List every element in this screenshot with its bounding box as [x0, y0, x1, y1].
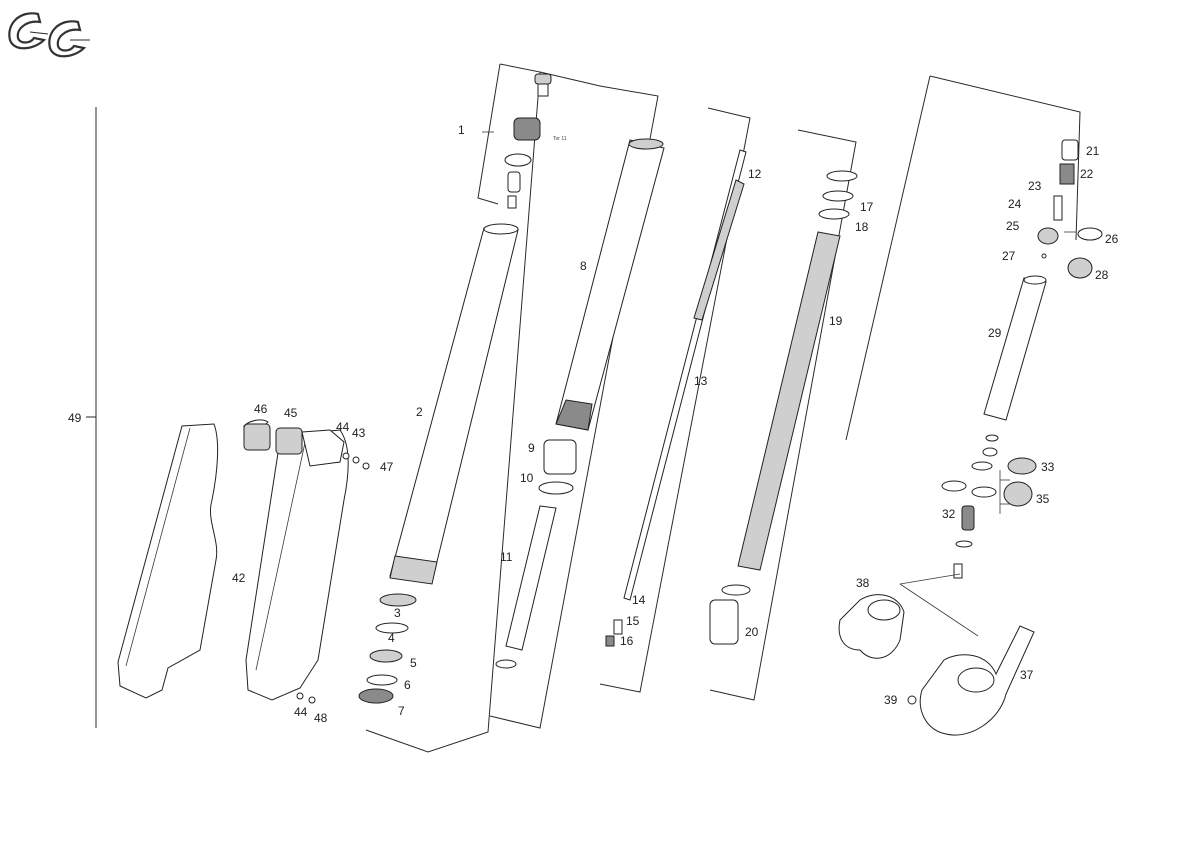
fork-guard-42 — [117, 419, 269, 699]
label-4: 4 — [388, 631, 395, 645]
frame-cartridge — [845, 75, 1081, 441]
label-10: 10 — [520, 471, 534, 485]
label-21: 21 — [1086, 144, 1100, 158]
guard-clamp-parts — [243, 423, 370, 704]
cartridge-tube-29 — [983, 275, 1047, 421]
label-29: 29 — [988, 326, 1002, 340]
label-44-bottom: 44 — [294, 705, 308, 719]
label-47: 47 — [380, 460, 394, 474]
label-44-top: 44 — [336, 420, 350, 434]
bushings-3-7 — [358, 593, 417, 704]
frame-spring — [709, 129, 857, 701]
cartridge-top-21-28 — [1037, 139, 1103, 279]
label-22: 22 — [1080, 167, 1094, 181]
label-7: 7 — [398, 704, 405, 718]
fork-guard-second — [245, 429, 349, 701]
label-35: 35 — [1036, 492, 1050, 506]
shims-17-18 — [818, 170, 858, 220]
brand-logo — [8, 12, 90, 58]
bush-9-ring-10 — [538, 439, 577, 495]
label-25: 25 — [1006, 219, 1020, 233]
label-8: 8 — [580, 259, 587, 273]
rod-parts-14-16 — [605, 619, 623, 647]
label-5: 5 — [410, 656, 417, 670]
svg-text:Tor 11: Tor 11 — [553, 136, 567, 142]
label-32: 32 — [942, 507, 956, 521]
label-18: 18 — [855, 220, 869, 234]
valve-stack-32-35 — [941, 434, 1037, 579]
label-19: 19 — [829, 314, 843, 328]
damper-11 — [495, 505, 557, 669]
label-48: 48 — [314, 711, 328, 725]
fork-spring-19 — [737, 231, 841, 571]
axle-clamp-38 — [838, 594, 905, 659]
label-33: 33 — [1041, 460, 1055, 474]
label-28: 28 — [1095, 268, 1109, 282]
label-42: 42 — [232, 571, 246, 585]
label-12: 12 — [748, 167, 762, 181]
label-37: 37 — [1020, 668, 1034, 682]
axle-foot-37 — [907, 625, 1035, 736]
frame-inner-tube — [489, 85, 659, 729]
label-1: 1 — [458, 123, 465, 137]
label-23: 23 — [1028, 179, 1042, 193]
label-27: 27 — [1002, 249, 1016, 263]
frame-damper-rod — [599, 107, 751, 693]
label-11: 11 — [500, 550, 513, 564]
assembly-bracket-49 — [86, 107, 97, 728]
label-15: 15 — [626, 614, 640, 628]
leader-lines — [482, 131, 1076, 637]
part-number-labels: 1 2 3 4 5 6 7 8 9 10 11 12 13 14 15 16 1… — [68, 123, 1119, 725]
label-2: 2 — [416, 405, 423, 419]
label-6: 6 — [404, 678, 411, 692]
label-39: 39 — [884, 693, 898, 707]
inner-tube-8 — [555, 138, 665, 431]
label-49: 49 — [68, 411, 82, 425]
label-24: 24 — [1008, 197, 1022, 211]
label-46: 46 — [254, 402, 268, 416]
label-17: 17 — [860, 200, 874, 214]
label-3: 3 — [394, 606, 401, 620]
outer-tube-2 — [389, 223, 519, 585]
damper-rod-13 — [623, 149, 747, 601]
label-20: 20 — [745, 625, 759, 639]
label-43: 43 — [352, 426, 366, 440]
label-45: 45 — [284, 406, 298, 420]
cap-assembly-1: Tor 11 — [477, 63, 567, 209]
label-9: 9 — [528, 441, 535, 455]
label-38: 38 — [856, 576, 870, 590]
label-13: 13 — [694, 374, 708, 388]
label-16: 16 — [620, 634, 634, 648]
label-26: 26 — [1105, 232, 1119, 246]
label-14: 14 — [632, 593, 646, 607]
spacer-20 — [709, 584, 751, 645]
